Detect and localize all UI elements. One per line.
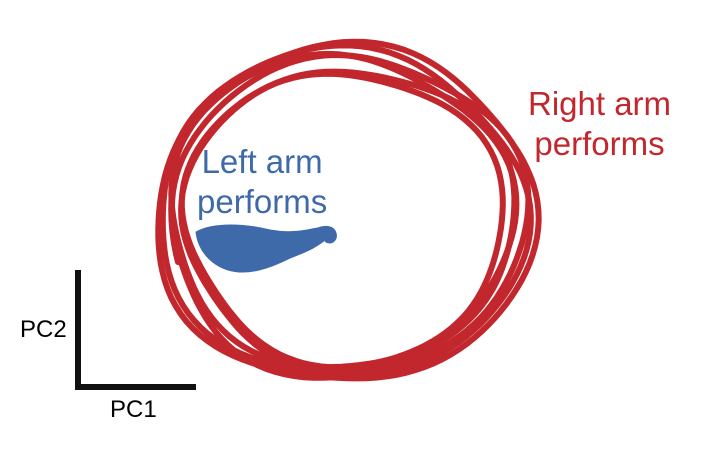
right-arm-loop xyxy=(159,42,534,377)
left-arm-blob-tail xyxy=(298,227,332,236)
right-arm-loop-start xyxy=(168,187,181,265)
left-arm-label: Left arm performs xyxy=(197,142,327,221)
right-arm-loop xyxy=(155,38,542,382)
pc1-axis-label: PC1 xyxy=(110,396,157,423)
left-arm-label-line2: performs xyxy=(197,182,328,220)
left-arm-blob xyxy=(195,224,337,273)
left-arm-label-line1: Left arm xyxy=(201,143,323,180)
right-arm-label: Right arm performs xyxy=(528,84,671,163)
pc2-axis-label: PC2 xyxy=(20,316,67,343)
right-arm-loop xyxy=(178,70,506,371)
right-arm-label-line1: Right arm xyxy=(528,85,672,122)
right-arm-label-line2: performs xyxy=(534,124,665,162)
pc-axes xyxy=(75,270,196,390)
left-arm-trajectory xyxy=(195,224,337,273)
right-arm-trajectory xyxy=(155,38,542,382)
